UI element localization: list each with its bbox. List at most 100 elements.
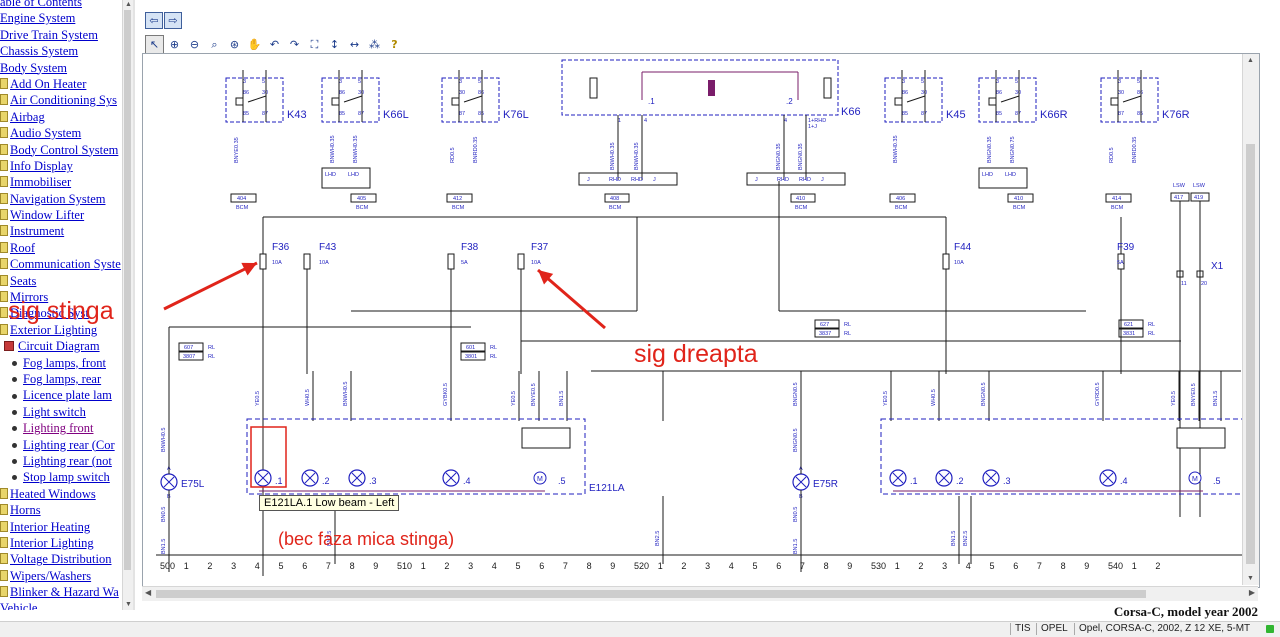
toc-link[interactable]: Vehicle bbox=[0, 601, 38, 610]
toc-item[interactable]: Drive Train System bbox=[0, 27, 122, 43]
toc-item[interactable]: Air Conditioning Sys bbox=[0, 92, 122, 108]
toc-item[interactable]: Seats bbox=[0, 273, 122, 289]
toc-link[interactable]: Licence plate lam bbox=[23, 388, 112, 403]
toc-link[interactable]: Blinker & Hazard Wa bbox=[10, 585, 119, 600]
toc-link[interactable]: Stop lamp switch bbox=[23, 470, 110, 485]
toc-link[interactable]: Interior Lighting bbox=[10, 535, 94, 550]
fit-width-icon[interactable]: ↔ bbox=[349, 38, 360, 51]
toc-link[interactable]: Audio System bbox=[10, 126, 82, 141]
scroll-left-icon[interactable]: ◀ bbox=[145, 588, 152, 597]
toc-item[interactable]: Lighting front bbox=[0, 420, 122, 436]
toc-link[interactable]: Mirrors bbox=[10, 290, 49, 305]
toc-item[interactable]: Wipers/Washers bbox=[0, 568, 122, 584]
toc-link[interactable]: Heated Windows bbox=[10, 486, 96, 501]
toc-link[interactable]: Immobiliser bbox=[10, 175, 72, 190]
toc-item[interactable]: Roof bbox=[0, 240, 122, 256]
toc-link[interactable]: Info Display bbox=[10, 158, 73, 173]
scroll-right-icon[interactable]: ▶ bbox=[1248, 588, 1255, 597]
toc-item[interactable]: Exterior Lighting bbox=[0, 322, 122, 338]
toc-link[interactable]: Window Lifter bbox=[10, 208, 85, 223]
rotate-left-icon[interactable]: ↶ bbox=[269, 38, 280, 51]
help-icon[interactable]: ? bbox=[391, 38, 398, 51]
toc-link[interactable]: Exterior Lighting bbox=[10, 322, 98, 337]
toc-item[interactable]: Diagnostic Syst bbox=[0, 305, 122, 321]
toc-link[interactable]: Lighting front bbox=[23, 421, 94, 436]
toc-item[interactable]: Body System bbox=[0, 60, 122, 76]
toc-link[interactable]: Fog lamps, front bbox=[23, 355, 106, 370]
toc-item[interactable]: Instrument bbox=[0, 223, 122, 239]
toc-link[interactable]: Seats bbox=[10, 273, 37, 288]
toc-link[interactable]: Lighting rear (Cor bbox=[23, 437, 115, 452]
toc-link[interactable]: Roof bbox=[10, 240, 35, 255]
diagram-hscroll-thumb[interactable] bbox=[156, 590, 1146, 598]
zoom-fit-icon[interactable]: ⊛ bbox=[229, 38, 240, 51]
toc-item[interactable]: Fog lamps, front bbox=[0, 355, 122, 371]
toc-item[interactable]: Info Display bbox=[0, 158, 122, 174]
toc-item[interactable]: Stop lamp switch bbox=[0, 469, 122, 485]
text-search-icon[interactable]: ⁂ bbox=[369, 38, 380, 51]
toc-item[interactable]: Fog lamps, rear bbox=[0, 371, 122, 387]
toc-item[interactable]: Audio System bbox=[0, 125, 122, 141]
toc-link[interactable]: Body Control System bbox=[10, 142, 119, 157]
toc-item[interactable]: Navigation System bbox=[0, 191, 122, 207]
rotate-right-icon[interactable]: ↷ bbox=[289, 38, 300, 51]
toc-item[interactable]: Voltage Distribution bbox=[0, 551, 122, 567]
toc-scrollbar[interactable]: ▲ ▼ bbox=[122, 0, 133, 610]
toc-link[interactable]: Engine System bbox=[0, 11, 76, 26]
toc-link[interactable]: Navigation System bbox=[10, 191, 106, 206]
toc-item[interactable]: Engine System bbox=[0, 10, 122, 26]
diagram-vscroll-thumb[interactable] bbox=[1246, 144, 1255, 564]
toc-link[interactable]: Diagnostic Syst bbox=[10, 306, 89, 321]
toc-link[interactable]: Fog lamps, rear bbox=[23, 371, 102, 386]
scroll-up-icon[interactable]: ▲ bbox=[125, 0, 132, 8]
toc-link[interactable]: Drive Train System bbox=[0, 27, 98, 42]
toc-link[interactable]: Wipers/Washers bbox=[10, 568, 92, 583]
toc-item[interactable]: Immobiliser bbox=[0, 174, 122, 190]
toc-link[interactable]: Lighting rear (not bbox=[23, 453, 112, 468]
scroll-down-icon[interactable]: ▼ bbox=[125, 600, 132, 608]
toc-item[interactable]: Body Control System bbox=[0, 142, 122, 158]
toc-item[interactable]: Circuit Diagram bbox=[0, 338, 122, 354]
toc-link[interactable]: Instrument bbox=[10, 224, 65, 239]
toc-link[interactable]: Add On Heater bbox=[10, 76, 87, 91]
toc-link[interactable]: Voltage Distribution bbox=[10, 552, 112, 567]
toc-link[interactable]: able of Contents bbox=[0, 0, 82, 9]
toc-item[interactable]: Interior Heating bbox=[0, 519, 122, 535]
toc-item[interactable]: Chassis System bbox=[0, 43, 122, 59]
toc-link[interactable]: Chassis System bbox=[0, 44, 79, 59]
pane-splitter[interactable] bbox=[133, 0, 135, 610]
zoom-in-icon[interactable]: ⊕ bbox=[169, 38, 180, 51]
toc-item[interactable]: Heated Windows bbox=[0, 486, 122, 502]
back-button[interactable]: ⇦ bbox=[145, 12, 163, 29]
toc-item[interactable]: Lighting rear (Cor bbox=[0, 437, 122, 453]
toc-link[interactable]: Light switch bbox=[23, 404, 86, 419]
pointer-icon[interactable]: ↖ bbox=[145, 35, 164, 54]
toc-item[interactable]: Licence plate lam bbox=[0, 387, 122, 403]
toc-item[interactable]: Add On Heater bbox=[0, 76, 122, 92]
toc-item[interactable]: Interior Lighting bbox=[0, 535, 122, 551]
toc-link[interactable]: Air Conditioning Sys bbox=[10, 93, 117, 108]
toc-item[interactable]: Window Lifter bbox=[0, 207, 122, 223]
toc-item[interactable]: Communication Syste bbox=[0, 256, 122, 272]
toc-link[interactable]: Body System bbox=[0, 60, 68, 75]
toc-item[interactable]: Mirrors bbox=[0, 289, 122, 305]
toc-item[interactable]: Horns bbox=[0, 502, 122, 518]
pan-hand-icon[interactable]: ✋ bbox=[247, 38, 262, 51]
zoom-out-icon[interactable]: ⊖ bbox=[189, 38, 200, 51]
toc-link[interactable]: Airbag bbox=[10, 109, 45, 124]
fit-page-icon[interactable]: ⛶ bbox=[310, 37, 319, 51]
scroll-up-icon[interactable]: ▲ bbox=[1247, 56, 1254, 64]
toc-scroll-thumb[interactable] bbox=[124, 10, 131, 570]
toc-link[interactable]: Horns bbox=[10, 503, 41, 518]
toc-item[interactable]: Vehicle bbox=[0, 600, 122, 610]
toc-item[interactable]: Blinker & Hazard Wa bbox=[0, 584, 122, 600]
toc-item[interactable]: Airbag bbox=[0, 109, 122, 125]
fit-height-icon[interactable]: ↕ bbox=[329, 38, 340, 51]
zoom-window-icon[interactable]: ⌕ bbox=[211, 37, 218, 51]
forward-button[interactable]: ⇨ bbox=[164, 12, 182, 29]
toc-item[interactable]: able of Contents bbox=[0, 0, 122, 10]
diagram-hscrollbar[interactable]: ◀ ▶ bbox=[142, 586, 1258, 601]
toc-item[interactable]: Light switch bbox=[0, 404, 122, 420]
toc-link[interactable]: Circuit Diagram bbox=[18, 339, 100, 354]
diagram-vscrollbar[interactable]: ▲ ▼ bbox=[1242, 54, 1259, 585]
